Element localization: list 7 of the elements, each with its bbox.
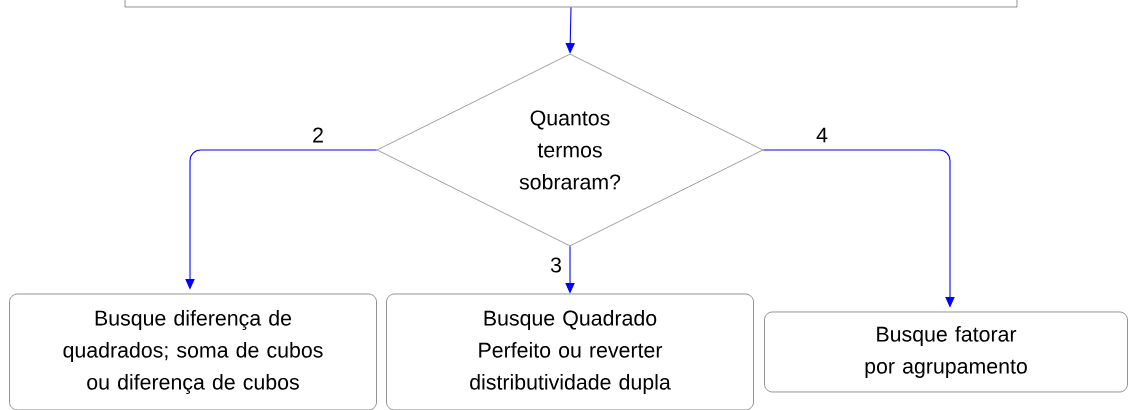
- process-box: Busque diferença de quadrados; soma de cubos ou diferença de cubos: [9, 293, 377, 410]
- process-box: Busque fatorar por agrupamento: [764, 311, 1128, 393]
- edge-label: 4: [814, 126, 830, 144]
- edge-label: 3: [548, 256, 564, 274]
- process-box: Busque Quadrado Perfeito ou reverter distributividade dupla: [386, 293, 754, 410]
- edge-label: 2: [310, 126, 326, 144]
- process-box: [124, 0, 1018, 8]
